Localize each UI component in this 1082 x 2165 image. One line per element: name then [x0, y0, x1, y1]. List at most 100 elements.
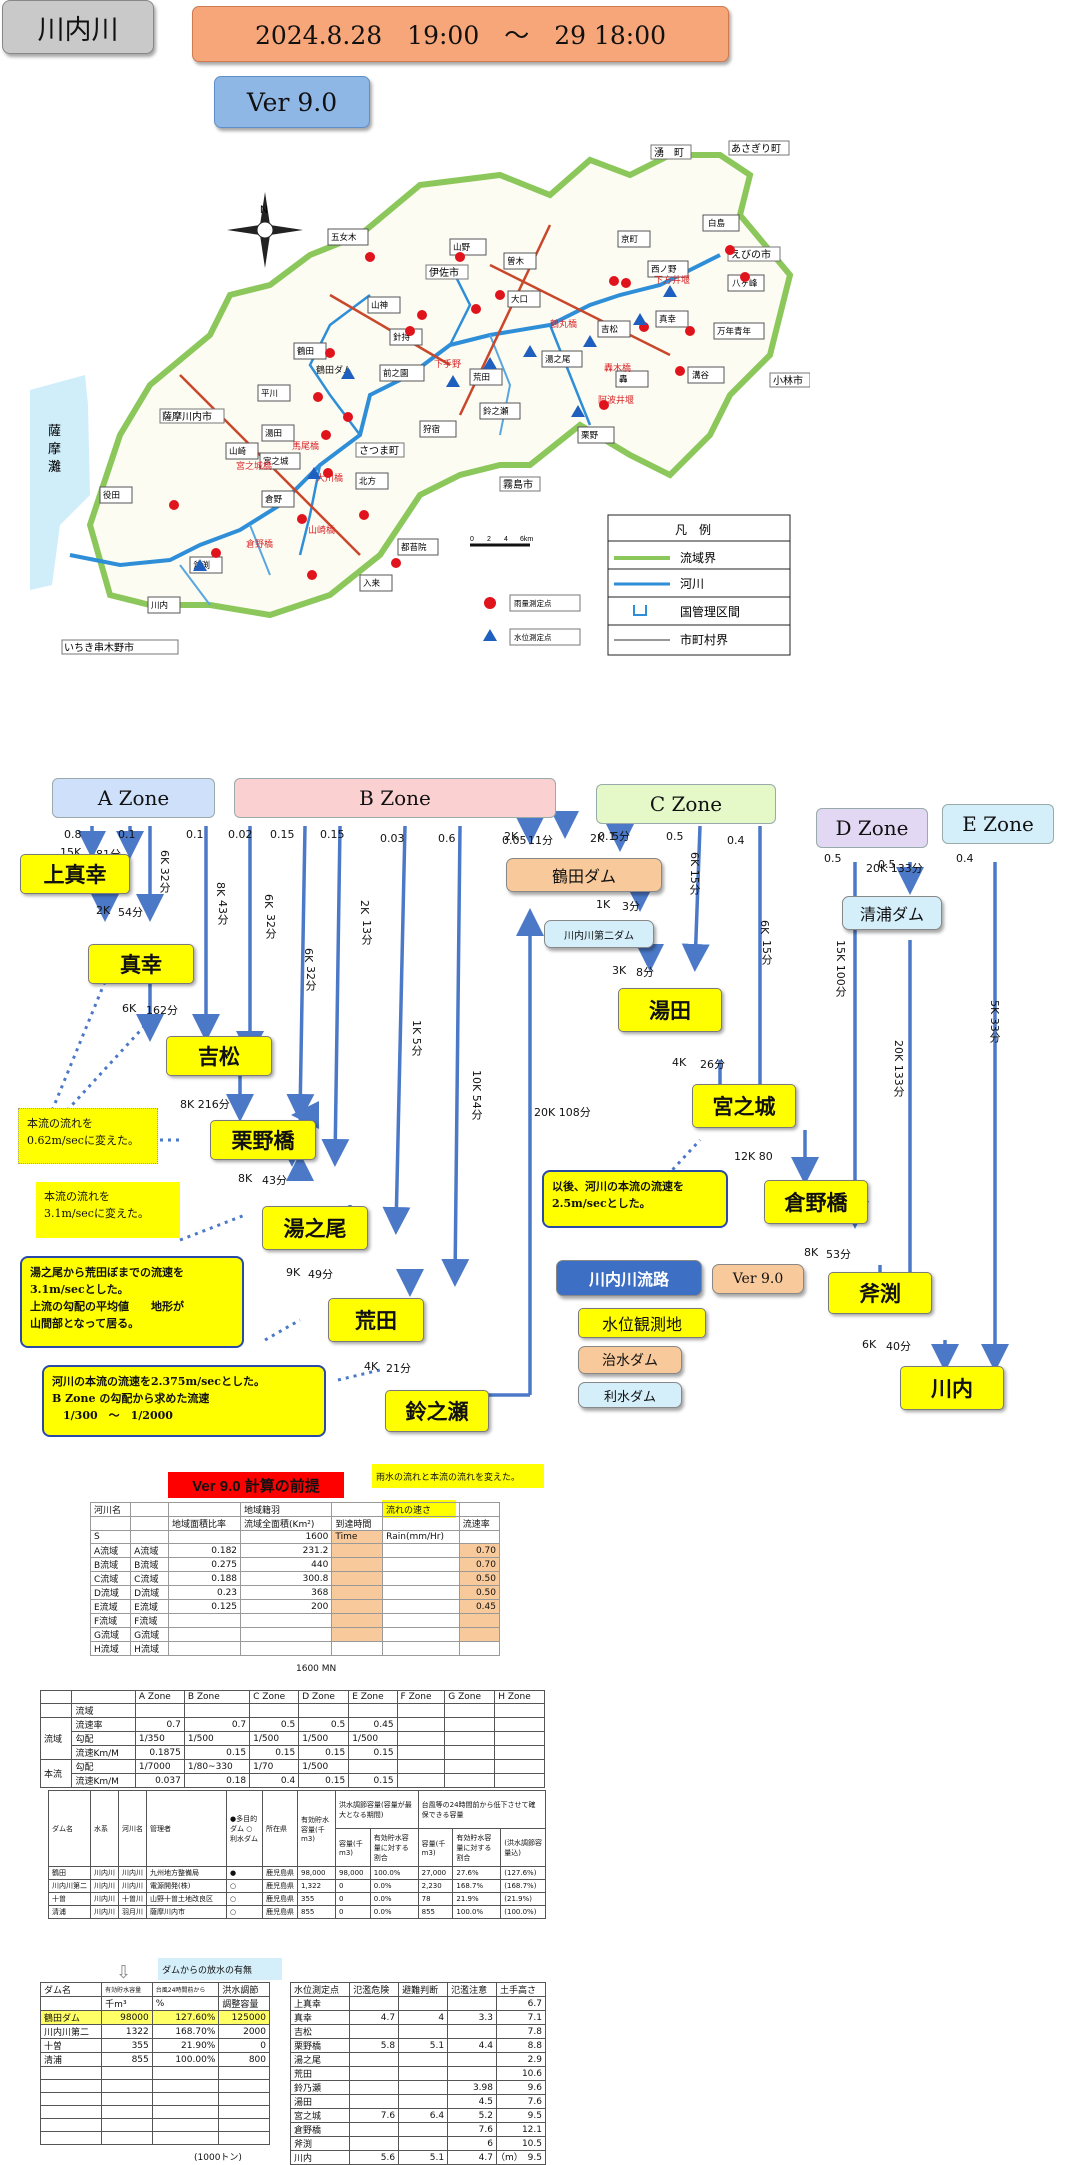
rain-gauge-dots [169, 245, 750, 580]
calc-col5: 流速率 [458, 1516, 501, 1531]
calc-note1: 雨水の流れと本流の流れを変えた。 [372, 1464, 544, 1488]
station-maenosono: 前之園 [383, 368, 409, 378]
calc-title: Ver 9.0 計算の前提 [168, 1472, 344, 1498]
note-yunoo-line4: 山間部となって居る。 [30, 1317, 140, 1330]
station-tsutaiin: 都苔院 [401, 542, 427, 552]
flow-label: 0.4 [956, 852, 974, 865]
flow-label: 0.8 [64, 828, 82, 841]
legend-river: 河川 [680, 577, 704, 591]
city-kirishima: 霧島市 [503, 478, 533, 491]
levels-unit: （m） [496, 2153, 523, 2163]
flow-label: 12K 80 [734, 1150, 773, 1163]
node-yuda: 湯田 [618, 988, 722, 1032]
river-main [69, 253, 721, 568]
zone-c: C Zone [596, 784, 776, 824]
flow-label: 32分 [304, 966, 317, 991]
legend-route: 川内川流路 [556, 1260, 702, 1296]
flow-label: 10K 54分 [470, 1070, 483, 1120]
node-kurinobashi: 栗野橋 [210, 1120, 316, 1160]
flow-label: 2K [590, 832, 605, 845]
station-kurino: 栗野 [581, 430, 599, 440]
table-row [39, 2066, 270, 2080]
node-kamimasaki: 上真幸 [20, 854, 130, 894]
station-yoshimatsu: 吉松 [601, 324, 619, 334]
station-kurano: 倉野 [265, 494, 283, 504]
station-yakuda: 役田 [103, 490, 120, 500]
flow-label: 6K [302, 948, 315, 963]
flow-label: 0.5 [824, 852, 842, 865]
release-unit: (1000トン) [194, 2153, 242, 2163]
calc-river-label: 河川名 [89, 1502, 132, 1517]
basin-map: N 薩 摩 灘 湧 町 あさぎり町 伊佐市 えびの市 小林市 さつま町 薩摩川内… [30, 135, 810, 670]
flow-label: 0.1 [118, 828, 136, 841]
flow-label: 20K 133分 [866, 862, 923, 875]
label-awaiseki: 阿波井堰 [598, 394, 634, 405]
label-shimoteno: 下手野 [434, 358, 461, 369]
station-arata: 荒田 [473, 372, 490, 382]
table-row [39, 2105, 270, 2119]
legend-title: 凡 例 [675, 523, 711, 537]
flow-label: 2K [96, 904, 111, 917]
legend-municipal: 市町村界 [680, 632, 728, 647]
station-yunoo: 湯之尾 [545, 354, 571, 364]
flow-label: 4K [364, 1360, 379, 1373]
flow-label: 49分 [308, 1268, 333, 1281]
flow-label: 0.1 [598, 830, 616, 843]
zone-d: D Zone [816, 808, 928, 848]
flow-label: 8K [214, 882, 227, 897]
legend-chisui: 治水ダム [578, 1346, 682, 1374]
flow-label: 8K [238, 1172, 253, 1185]
calc-col1: 流域全面積(Km²) [240, 1516, 333, 1531]
release-note: ダムからの放水の有無 [158, 1958, 282, 1980]
map-scale: 0 2 4 6km [470, 536, 533, 547]
flow-label: 0.03 [380, 832, 405, 845]
zone-e: E Zone [942, 804, 1054, 844]
calc-col2: 到達時間 [331, 1516, 384, 1531]
flow-label: 1K [596, 898, 611, 911]
node-sendai-second-dam: 川内川第二ダム [544, 920, 654, 948]
city-yunomae: 湧 町 [654, 147, 684, 159]
label-tsurutadam: 鶴田ダム [316, 364, 352, 375]
station-hakuchou: 白島 [708, 218, 726, 228]
note-2375-line1: 河川の本流の流速を2.375m/secとした。 [52, 1375, 265, 1388]
note-31-line1: 本流の流れを [44, 1190, 110, 1203]
label-yamazakibashi: 山崎橋 [308, 524, 335, 535]
flow-label: 2K [358, 900, 371, 915]
legend-basin: 流域界 [680, 551, 716, 565]
flow-label: 0.1 [186, 828, 204, 841]
note-2375: 河川の本流の流速を2.375m/secとした。 B Zone の勾配から求めた流… [42, 1365, 326, 1437]
station-okuchi: 大口 [511, 294, 528, 304]
station-hachiga: 八ヶ峰 [732, 278, 758, 288]
flow-label: 162分 [146, 1004, 178, 1017]
city-ebino: えびの市 [731, 248, 771, 261]
station-mannen: 万年青年 [717, 326, 752, 336]
note-2375-line2: B Zone の勾配から求めた流速 [52, 1392, 210, 1405]
legend-national: 国管理区間 [680, 604, 740, 619]
flow-label: 1K 5分 [410, 1020, 423, 1056]
note-062-line2: 0.62m/secに変えた。 [27, 1134, 139, 1147]
legend-ver: Ver 9.0 [712, 1264, 804, 1294]
sea-label-1: 薩 [48, 424, 61, 439]
note-25-line1: 以後、河川の本流の流速を [552, 1180, 684, 1193]
station-kyomachi: 京町 [621, 234, 639, 244]
flow-label: 0.15 [270, 828, 295, 841]
station-karishuku: 狩宿 [423, 424, 440, 434]
station-hirakawa: 平川 [261, 388, 278, 398]
flow-label: 32分 [264, 914, 277, 939]
map-legend: 凡 例 流域界 河川 国管理区間 市町村界 雨量測定点 水位測定点 [483, 514, 791, 656]
calc-area-label: 地域籍羽 [240, 1502, 333, 1517]
flow-label: 11分 [528, 834, 553, 847]
legend-level: 水位測定点 [514, 632, 552, 642]
